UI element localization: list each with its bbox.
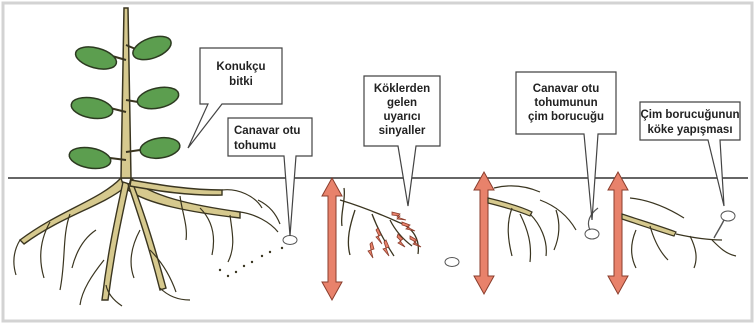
- seed-label-line1: Canavar otu: [234, 125, 300, 137]
- attached-seed: [714, 211, 735, 238]
- host-plant-label-line2: bitki: [229, 76, 253, 88]
- leaf: [68, 145, 113, 172]
- diagram-frame: [3, 3, 752, 321]
- callout-attachment: Çim borucuğunun köke yapışması: [640, 102, 740, 206]
- double-arrow: [322, 178, 342, 300]
- callout-germ-tube: Canavar otu tohumunun çim borucuğu: [516, 72, 616, 220]
- double-arrow: [474, 172, 494, 294]
- callout-box: [364, 76, 440, 206]
- plant-main-roots: [20, 178, 240, 300]
- germ-tube-label-line2: tohumunun: [534, 97, 597, 109]
- germ-tube-label-line3: çim borucuğu: [528, 111, 604, 123]
- seed-label-line2: tohumu: [234, 140, 276, 152]
- signals-label-line2: gelen: [387, 97, 417, 109]
- leaf: [130, 32, 174, 64]
- attachment-label-line1: Çim borucuğunun: [640, 109, 739, 121]
- host-plant-label-line1: Konukçu: [216, 61, 265, 73]
- signals-label-line4: sinyaller: [379, 125, 426, 137]
- panel-germ-tube: [474, 172, 599, 294]
- broomrape-seed: [445, 258, 459, 267]
- plant-fine-roots: [14, 190, 280, 306]
- attachment-label-line2: köke yapışması: [647, 124, 732, 136]
- host-fine-roots: [494, 186, 576, 262]
- double-arrow: [608, 172, 628, 294]
- germ-tube-label-line1: Canavar otu: [533, 83, 599, 95]
- broomrape-seed: [283, 236, 297, 245]
- stimulant-signals: [368, 212, 421, 258]
- callout-root-signals: Köklerden gelen uyarıcı sinyaller: [364, 76, 440, 206]
- panel-attachment: [608, 172, 736, 294]
- leaf: [135, 84, 180, 112]
- leaf: [139, 135, 181, 160]
- signals-label-line1: Köklerden: [374, 83, 430, 95]
- leaf: [73, 43, 119, 73]
- host-root-segment: [622, 214, 676, 236]
- panel-root-signals: [322, 178, 459, 300]
- signals-label-line3: uyarıcı: [383, 111, 420, 123]
- leaf: [70, 95, 115, 122]
- host-fine-roots: [630, 198, 736, 268]
